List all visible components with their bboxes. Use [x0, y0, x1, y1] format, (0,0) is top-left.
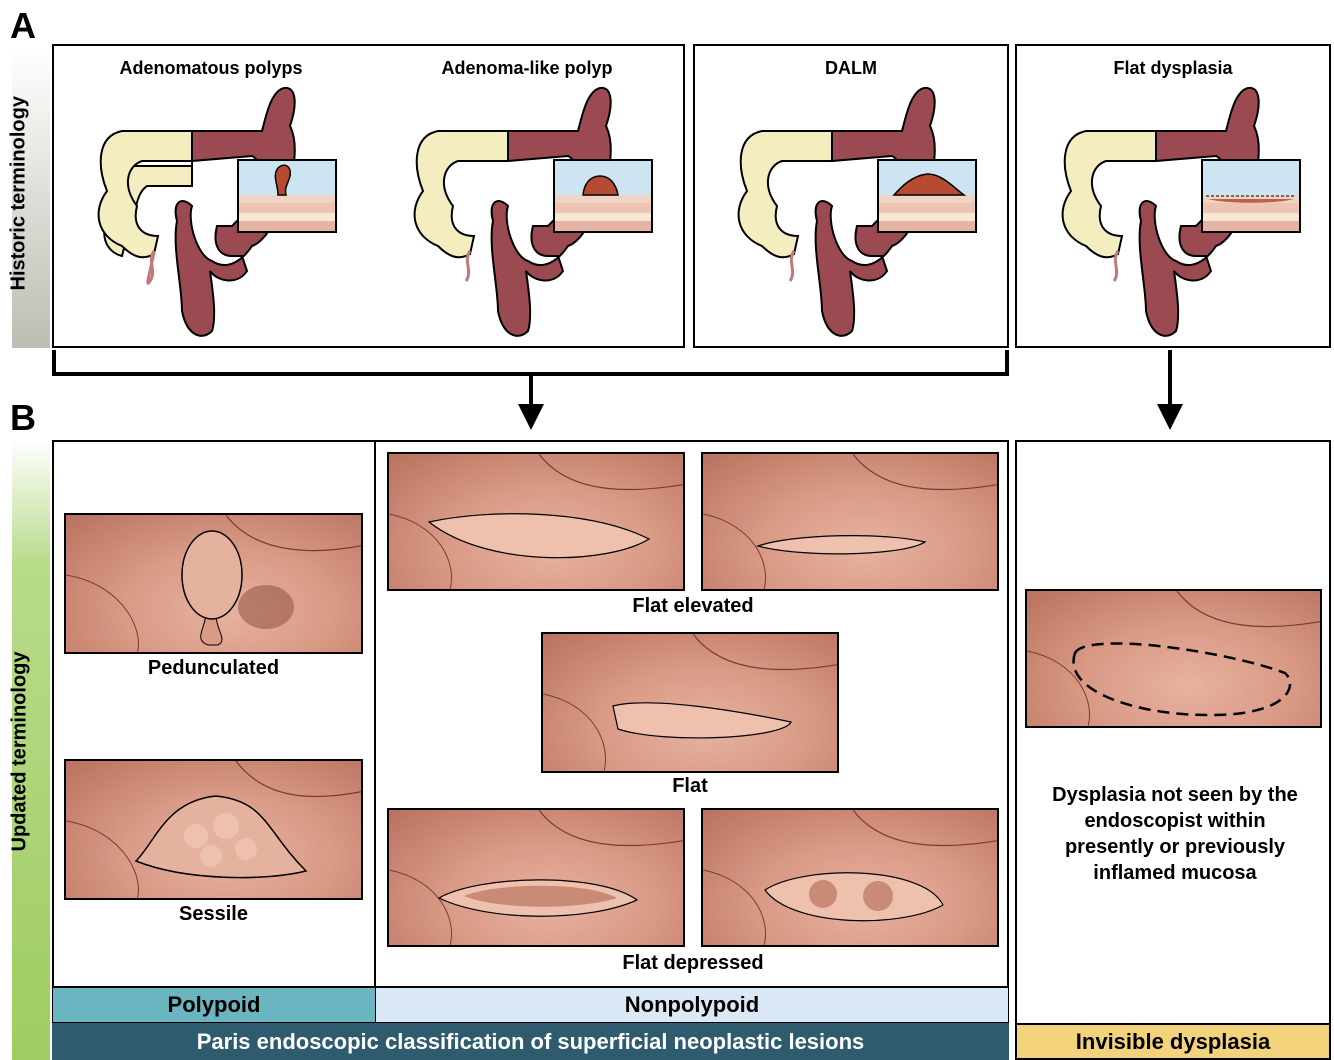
image-flat: [541, 632, 839, 773]
historic-terminology-label: Historic terminology: [8, 101, 31, 291]
divider-polypoid: [374, 440, 376, 988]
caption-flat: Flat: [541, 775, 839, 798]
arrow-down-icon: [1157, 404, 1183, 430]
image-flat-elevated-1: [387, 452, 685, 591]
colon-illustration: [92, 86, 342, 341]
caption-sessile: Sessile: [64, 903, 363, 926]
title-adenomatous-polyps: Adenomatous polyps: [86, 58, 336, 79]
caption-flat-elevated: Flat elevated: [387, 595, 999, 618]
title-flat-dysplasia: Flat dysplasia: [1048, 58, 1298, 79]
colon-illustration: [408, 86, 658, 341]
bar-nonpolypoid: Nonpolypoid: [375, 987, 1009, 1023]
title-dalm: DALM: [726, 58, 976, 79]
image-flat-elevated-2: [701, 452, 999, 591]
caption-pedunculated: Pedunculated: [64, 657, 363, 680]
image-invisible-dysplasia: [1025, 589, 1322, 728]
title-adenoma-like-polyp: Adenoma-like polyp: [402, 58, 652, 79]
bar-invisible-dysplasia: Invisible dysplasia: [1015, 1023, 1331, 1060]
arrow-down-icon: [518, 404, 544, 430]
box-invisible: [1015, 440, 1331, 1060]
image-pedunculated: [64, 513, 363, 654]
panel-b-letter: B: [10, 400, 36, 436]
image-flat-depressed-1: [387, 808, 685, 947]
colon-illustration: [1056, 86, 1306, 341]
bar-polypoid: Polypoid: [52, 987, 376, 1023]
panel-a-letter: A: [10, 8, 36, 44]
arrow-shaft-invisible: [1168, 350, 1172, 410]
colon-illustration: [732, 86, 982, 341]
bar-paris-classification: Paris endoscopic classification of super…: [52, 1023, 1009, 1060]
image-flat-depressed-2: [701, 808, 999, 947]
image-sessile: [64, 759, 363, 900]
updated-terminology-label: Updated terminology: [9, 652, 32, 852]
invisible-dysplasia-description: Dysplasia not seen by the endoscopist wi…: [1040, 782, 1310, 886]
caption-flat-depressed: Flat depressed: [387, 952, 999, 975]
